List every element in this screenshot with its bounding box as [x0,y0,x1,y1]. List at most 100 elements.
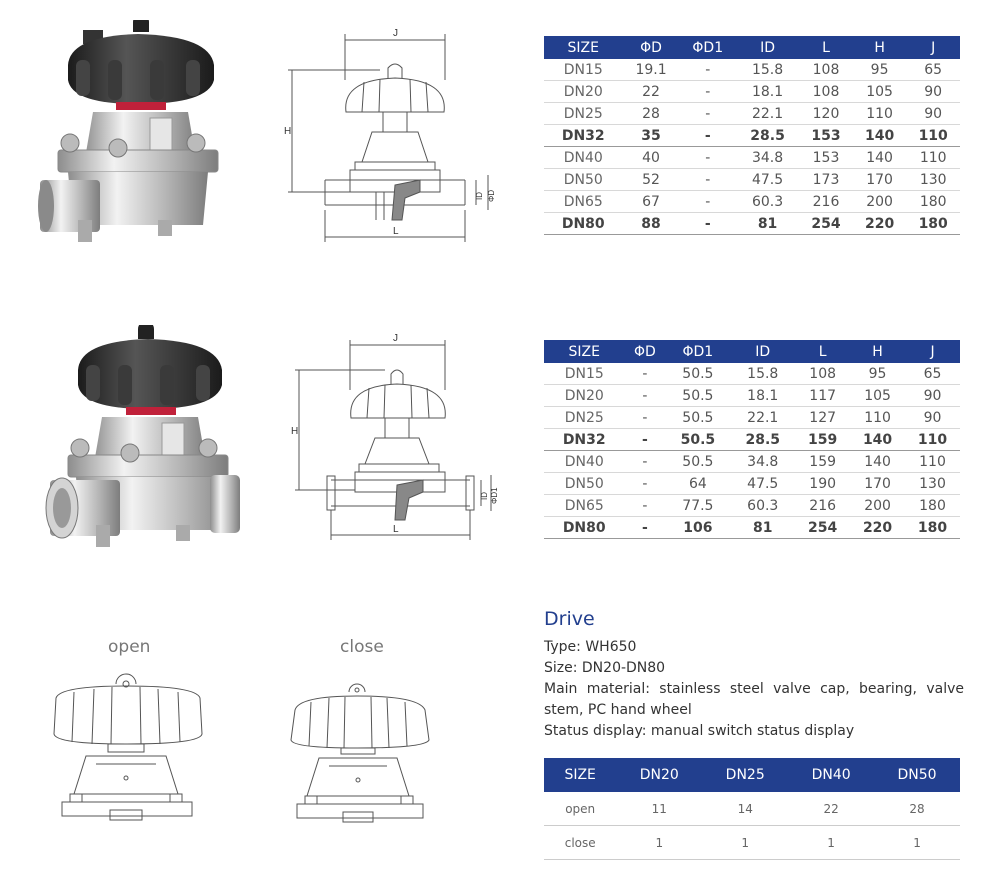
value-cell: 65 [905,363,960,385]
value-cell: 1 [874,825,960,860]
drawing2-label-j: J [393,333,398,344]
value-cell: 28.5 [735,124,800,147]
valve-photo-clamp [40,321,250,550]
value-cell: 65 [906,59,960,81]
value-cell: 95 [850,363,906,385]
value-cell: 254 [795,516,851,539]
value-cell: 108 [799,80,853,103]
value-cell: 140 [852,124,907,147]
drawing2-label-l: L [393,524,399,535]
value-cell: 200 [852,190,907,213]
size-cell: DN20 [544,384,625,407]
state-cell: open [544,792,617,826]
value-cell: 140 [850,428,906,451]
value-cell: 22.1 [730,406,796,429]
value-cell: 28 [874,792,960,826]
value-cell: 28.5 [730,428,796,451]
drive-header-cell: DN20 [616,758,703,792]
value-cell: 110 [906,146,960,169]
value-cell: 14 [702,792,789,826]
value-cell: 60.3 [735,190,800,213]
table2-header-cell: SIZE [544,340,625,363]
value-cell: 1 [616,825,703,860]
value-cell: 105 [852,80,907,103]
value-cell: 110 [905,450,960,473]
value-cell: 159 [795,428,851,451]
size-cell: DN65 [544,494,625,517]
drive-header-cell: DN50 [874,758,960,792]
value-cell: 153 [799,146,853,169]
value-cell: 50.5 [665,406,731,429]
drawing2-label-od: ΦD1 [490,487,499,504]
value-cell: - [679,124,736,147]
value-cell: 50.5 [665,450,731,473]
value-cell: 50.5 [665,384,731,407]
dimension-drawing-weld-graphic: J H L ID ΦD [284,28,496,242]
handwheel-open-drawing [50,672,210,832]
size-cell: DN25 [544,406,625,429]
value-cell: - [624,363,666,385]
table1-header-cell: J [906,36,960,59]
value-cell: 52 [622,168,680,191]
value-cell: 216 [799,190,853,213]
value-cell: 130 [905,472,960,495]
dimension-drawing-clamp-graphic: J H L ID ΦD1 [291,333,499,540]
table2-header-cell: L [795,340,851,363]
value-cell: 170 [852,168,907,191]
value-cell: 159 [795,450,851,473]
value-cell: 140 [850,450,906,473]
drawing1-label-l: L [393,226,399,237]
value-cell: 35 [622,124,680,147]
drawing2-label-h: H [291,426,298,437]
value-cell: 127 [795,406,851,429]
valve-photo-weld-graphic [38,14,219,242]
value-cell: 254 [799,212,853,235]
drive-title: Drive [544,608,595,630]
value-cell: - [624,494,666,517]
state-label-open: open [108,637,151,657]
value-cell: - [624,516,666,539]
value-cell: 120 [799,102,853,125]
value-cell: 130 [906,168,960,191]
value-cell: 22 [788,792,875,826]
value-cell: 11 [616,792,703,826]
value-cell: - [624,472,666,495]
value-cell: 220 [852,212,907,235]
value-cell: 60.3 [730,494,796,517]
value-cell: 220 [850,516,906,539]
value-cell: - [679,168,736,191]
value-cell: 64 [665,472,731,495]
value-cell: 170 [850,472,906,495]
value-cell: 110 [905,428,960,451]
value-cell: - [679,190,736,213]
handwheel-close-graphic [290,683,430,823]
value-cell: 34.8 [730,450,796,473]
value-cell: - [624,384,666,407]
value-cell: 106 [665,516,731,539]
value-cell: 22.1 [735,102,800,125]
value-cell: 90 [905,384,960,407]
value-cell: 108 [795,363,851,385]
value-cell: - [624,406,666,429]
value-cell: 22 [622,80,680,103]
value-cell: 18.1 [735,80,800,103]
value-cell: - [624,450,666,473]
table2-header-cell: ΦD1 [665,340,731,363]
value-cell: 110 [852,102,907,125]
value-cell: 190 [795,472,851,495]
value-cell: 180 [906,212,960,235]
value-cell: 15.8 [730,363,796,385]
